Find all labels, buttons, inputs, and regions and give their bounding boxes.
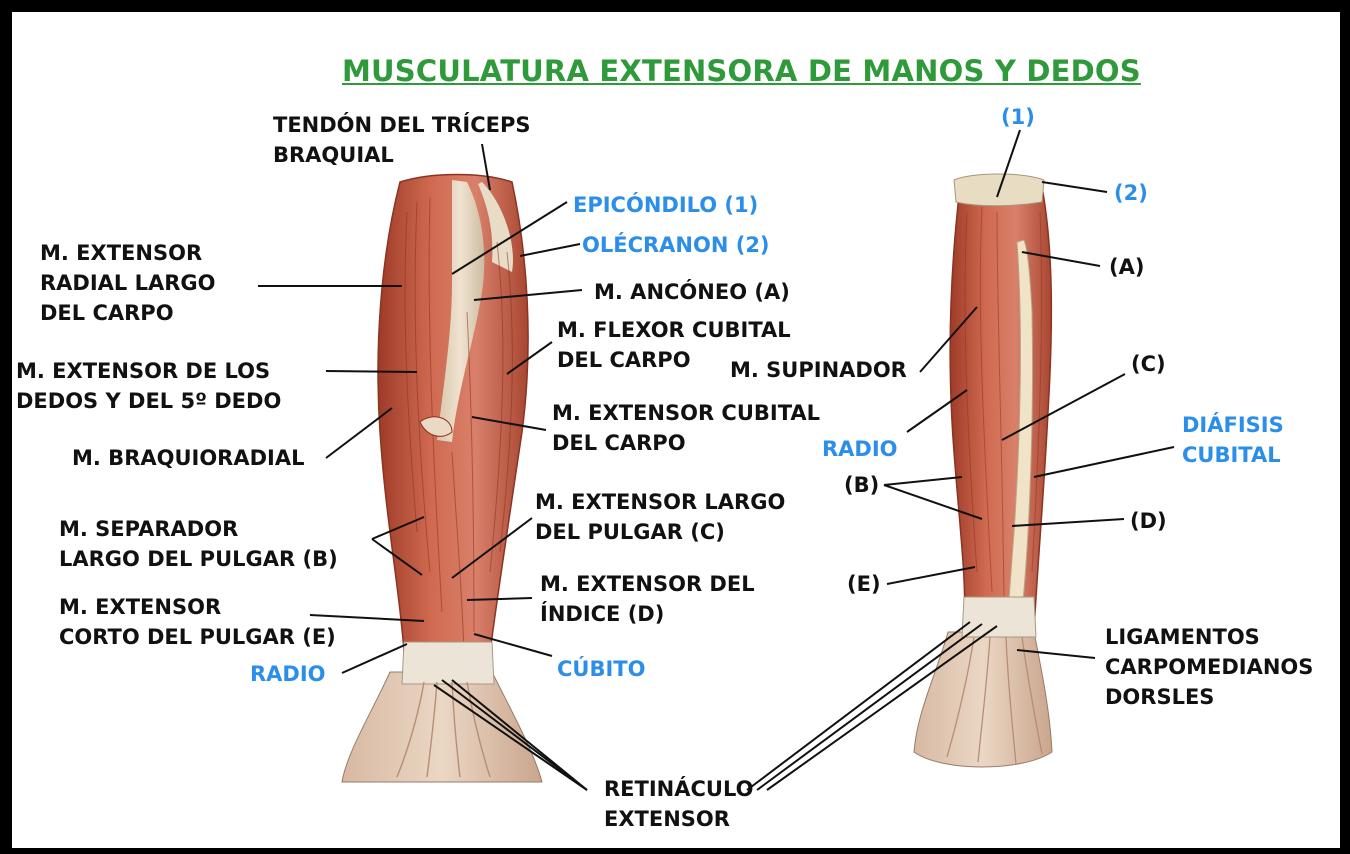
label-one: (1) bbox=[1001, 102, 1035, 132]
label-ext-radial-largo: M. EXTENSOR RADIAL LARGO DEL CARPO bbox=[40, 238, 216, 328]
label-ligamentos: LIGAMENTOS CARPOMEDIANOS DORSLES bbox=[1105, 622, 1313, 712]
label-radio-left: RADIO bbox=[250, 659, 326, 689]
label-ext-cubital: M. EXTENSOR CUBITAL DEL CARPO bbox=[552, 398, 820, 458]
label-ext-largo-pulgar: M. EXTENSOR LARGO DEL PULGAR (C) bbox=[535, 487, 785, 547]
label-d: (D) bbox=[1130, 506, 1167, 536]
label-ext-dedos: M. EXTENSOR DE LOS DEDOS Y DEL 5º DEDO bbox=[16, 356, 281, 416]
label-olecranon: OLÉCRANON (2) bbox=[582, 230, 770, 260]
label-triceps-tendon: TENDÓN DEL TRÍCEPS BRAQUIAL bbox=[273, 110, 530, 170]
label-ext-indice: M. EXTENSOR DEL ÍNDICE (D) bbox=[540, 569, 755, 629]
label-separador: M. SEPARADOR LARGO DEL PULGAR (B) bbox=[59, 514, 338, 574]
label-anconeo: M. ANCÓNEO (A) bbox=[594, 277, 790, 307]
label-two: (2) bbox=[1114, 178, 1148, 208]
label-c: (C) bbox=[1131, 349, 1166, 379]
diagram-title: MUSCULATURA EXTENSORA DE MANOS Y DEDOS bbox=[342, 54, 1141, 88]
label-epicondyle: EPICÓNDILO (1) bbox=[573, 190, 758, 220]
label-retinaculo: RETINÁCULO EXTENSOR bbox=[604, 774, 753, 834]
label-braquioradial: M. BRAQUIORADIAL bbox=[72, 443, 305, 473]
label-supinador: M. SUPINADOR bbox=[730, 355, 907, 385]
label-ext-corto: M. EXTENSOR CORTO DEL PULGAR (E) bbox=[59, 592, 336, 652]
label-b: (B) bbox=[844, 470, 879, 500]
diagram-canvas: MUSCULATURA EXTENSORA DE MANOS Y DEDOS T… bbox=[12, 12, 1340, 848]
label-radio-right: RADIO bbox=[822, 434, 898, 464]
label-a: (A) bbox=[1109, 252, 1144, 282]
label-e: (E) bbox=[847, 569, 881, 599]
right-forearm-illustration bbox=[914, 174, 1052, 767]
label-diafisis: DIÁFISIS CUBITAL bbox=[1182, 410, 1284, 470]
label-cubito: CÚBITO bbox=[557, 654, 645, 684]
